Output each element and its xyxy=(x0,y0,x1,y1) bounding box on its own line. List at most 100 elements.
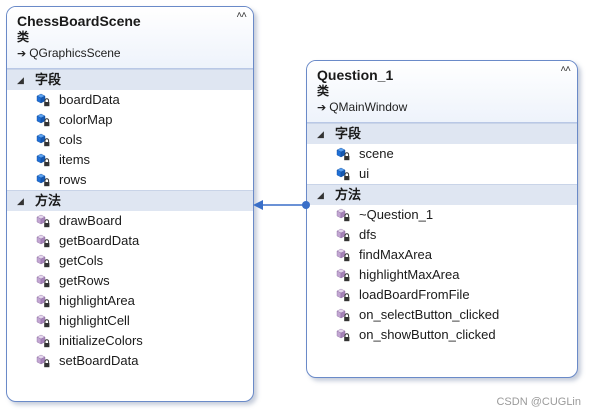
section-fields[interactable]: ◢ 字段 xyxy=(7,69,253,90)
method-cube-icon xyxy=(335,208,351,222)
field-item[interactable]: ui xyxy=(307,164,577,184)
triangle-down-icon: ◢ xyxy=(17,75,24,85)
lock-icon xyxy=(44,259,50,268)
watermark: CSDN @CUGLin xyxy=(496,396,581,408)
field-item[interactable]: colorMap xyxy=(7,110,253,130)
method-cube-icon xyxy=(35,314,51,328)
field-cube-icon xyxy=(35,113,51,127)
method-cube-icon xyxy=(335,328,351,342)
class-header: Question_1 类 ➔QMainWindow ˄˄ xyxy=(307,61,577,123)
lock-icon xyxy=(44,178,50,187)
method-name: dfs xyxy=(359,227,377,242)
method-item[interactable]: highlightCell xyxy=(7,311,253,331)
method-name: loadBoardFromFile xyxy=(359,287,470,302)
method-item[interactable]: getCols xyxy=(7,251,253,271)
method-name: getRows xyxy=(59,273,110,288)
section-label: 字段 xyxy=(35,72,62,87)
connector-arrowhead-icon xyxy=(253,200,263,210)
lock-icon xyxy=(44,299,50,308)
method-item[interactable]: ~Question_1 xyxy=(307,205,577,225)
method-item[interactable]: setBoardData xyxy=(7,351,253,371)
class-box-chessboardscene[interactable]: ChessBoardScene 类 ➔QGraphicsScene ˄˄ ◢ 字段… xyxy=(6,6,254,402)
method-cube-icon xyxy=(35,234,51,248)
method-item[interactable]: initializeColors xyxy=(7,331,253,351)
method-cube-icon xyxy=(335,308,351,322)
lock-icon xyxy=(44,319,50,328)
method-item[interactable]: dfs xyxy=(307,225,577,245)
method-item[interactable]: highlightArea xyxy=(7,291,253,311)
field-name: scene xyxy=(359,146,394,161)
class-kind: 类 xyxy=(17,30,30,44)
lock-icon xyxy=(344,213,350,222)
field-cube-icon xyxy=(335,167,351,181)
triangle-down-icon: ◢ xyxy=(17,196,24,206)
method-cube-icon xyxy=(35,334,51,348)
lock-icon xyxy=(44,219,50,228)
double-chevron-up-icon[interactable]: ˄˄ xyxy=(236,10,247,21)
lock-icon xyxy=(344,152,350,161)
section-label: 方法 xyxy=(335,187,362,202)
class-box-question-1[interactable]: Question_1 类 ➔QMainWindow ˄˄ ◢字段 scene ui… xyxy=(306,60,578,378)
method-name: getBoardData xyxy=(59,233,140,248)
lock-icon xyxy=(44,98,50,107)
lock-icon xyxy=(44,279,50,288)
lock-icon xyxy=(344,273,350,282)
section-methods[interactable]: ◢方法 xyxy=(307,184,577,205)
class-kind: 类 xyxy=(317,84,330,98)
field-item[interactable]: rows xyxy=(7,170,253,190)
method-name: highlightArea xyxy=(59,293,135,308)
lock-icon xyxy=(344,172,350,181)
class-header: ChessBoardScene 类 ➔QGraphicsScene ˄˄ xyxy=(7,7,253,69)
field-cube-icon xyxy=(35,173,51,187)
method-item[interactable]: loadBoardFromFile xyxy=(307,285,577,305)
method-name: on_selectButton_clicked xyxy=(359,307,500,322)
field-item[interactable]: scene xyxy=(307,144,577,164)
section-label: 方法 xyxy=(35,193,62,208)
method-name: findMaxArea xyxy=(359,247,432,262)
field-name: cols xyxy=(59,132,83,147)
method-item[interactable]: getBoardData xyxy=(7,231,253,251)
field-list: scene ui xyxy=(307,144,577,184)
method-item[interactable]: drawBoard xyxy=(7,211,253,231)
lock-icon xyxy=(344,333,350,342)
section-methods[interactable]: ◢ 方法 xyxy=(7,190,253,211)
field-cube-icon xyxy=(35,93,51,107)
method-name: drawBoard xyxy=(59,213,122,228)
lock-icon xyxy=(344,253,350,262)
method-item[interactable]: on_selectButton_clicked xyxy=(307,305,577,325)
method-name: highlightCell xyxy=(59,313,130,328)
lock-icon xyxy=(44,158,50,167)
method-cube-icon xyxy=(335,248,351,262)
field-item[interactable]: cols xyxy=(7,130,253,150)
lock-icon xyxy=(344,313,350,322)
field-name: colorMap xyxy=(59,112,113,127)
method-cube-icon xyxy=(35,254,51,268)
method-cube-icon xyxy=(35,294,51,308)
method-item[interactable]: getRows xyxy=(7,271,253,291)
triangle-down-icon: ◢ xyxy=(317,129,324,139)
field-item[interactable]: boardData xyxy=(7,90,253,110)
lock-icon xyxy=(44,359,50,368)
method-name: on_showButton_clicked xyxy=(359,327,496,342)
method-name: initializeColors xyxy=(59,333,143,348)
field-name: items xyxy=(59,152,91,167)
field-cube-icon xyxy=(35,133,51,147)
method-item[interactable]: on_showButton_clicked xyxy=(307,325,577,345)
double-chevron-up-icon[interactable]: ˄˄ xyxy=(560,64,571,75)
method-item[interactable]: highlightMaxArea xyxy=(307,265,577,285)
method-cube-icon xyxy=(335,228,351,242)
base-class: ➔QMainWindow xyxy=(317,99,569,116)
field-cube-icon xyxy=(35,153,51,167)
base-class-name: QGraphicsScene xyxy=(29,46,121,60)
lock-icon xyxy=(344,293,350,302)
inheritance-arrow-icon: ➔ xyxy=(17,48,27,60)
field-list: boardData colorMap cols items rows xyxy=(7,90,253,190)
method-item[interactable]: findMaxArea xyxy=(307,245,577,265)
section-fields[interactable]: ◢字段 xyxy=(307,123,577,144)
method-cube-icon xyxy=(35,274,51,288)
field-item[interactable]: items xyxy=(7,150,253,170)
base-class-name: QMainWindow xyxy=(329,100,408,114)
method-list: drawBoard getBoardData getCols getRows highl… xyxy=(7,211,253,371)
method-cube-icon xyxy=(335,268,351,282)
